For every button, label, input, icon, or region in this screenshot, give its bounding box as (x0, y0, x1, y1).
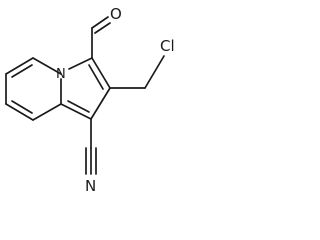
pyridine-ring (5, 57, 62, 121)
bond-n-c5 (32, 57, 62, 75)
chloromethyl-group (109, 55, 165, 89)
bond-c7-c8 (5, 103, 34, 121)
bond-ch2-cl (144, 55, 165, 89)
bond-c-o-2 (94, 22, 111, 34)
bond-c2-c3 (91, 57, 111, 89)
bond-c8a-c1-inner (67, 100, 90, 113)
atom-label-nitrile-nitrogen: N (85, 177, 96, 195)
bond-c3-n (68, 57, 93, 70)
bond-c-o-1 (91, 16, 109, 29)
pyrrole-ring (60, 57, 111, 120)
bond-c5-c6-inner (11, 64, 33, 78)
bond-c1-c2 (90, 87, 111, 120)
bond-c2-c3-inner (88, 64, 104, 90)
bond-c5-c6 (5, 57, 34, 75)
nitrile-group (85, 118, 97, 175)
aldehyde-group (91, 16, 111, 59)
bond-c8-c8a (32, 103, 62, 121)
atom-label-chlorine: Cl (160, 37, 175, 55)
atom-label-oxygen: O (110, 5, 122, 23)
bond-c7-c8-inner (11, 100, 33, 114)
chemical-structure-diagram: N O Cl N (5, 5, 175, 195)
bond-c8a-c1 (60, 103, 92, 120)
atom-label-ring-nitrogen: N (56, 67, 66, 82)
